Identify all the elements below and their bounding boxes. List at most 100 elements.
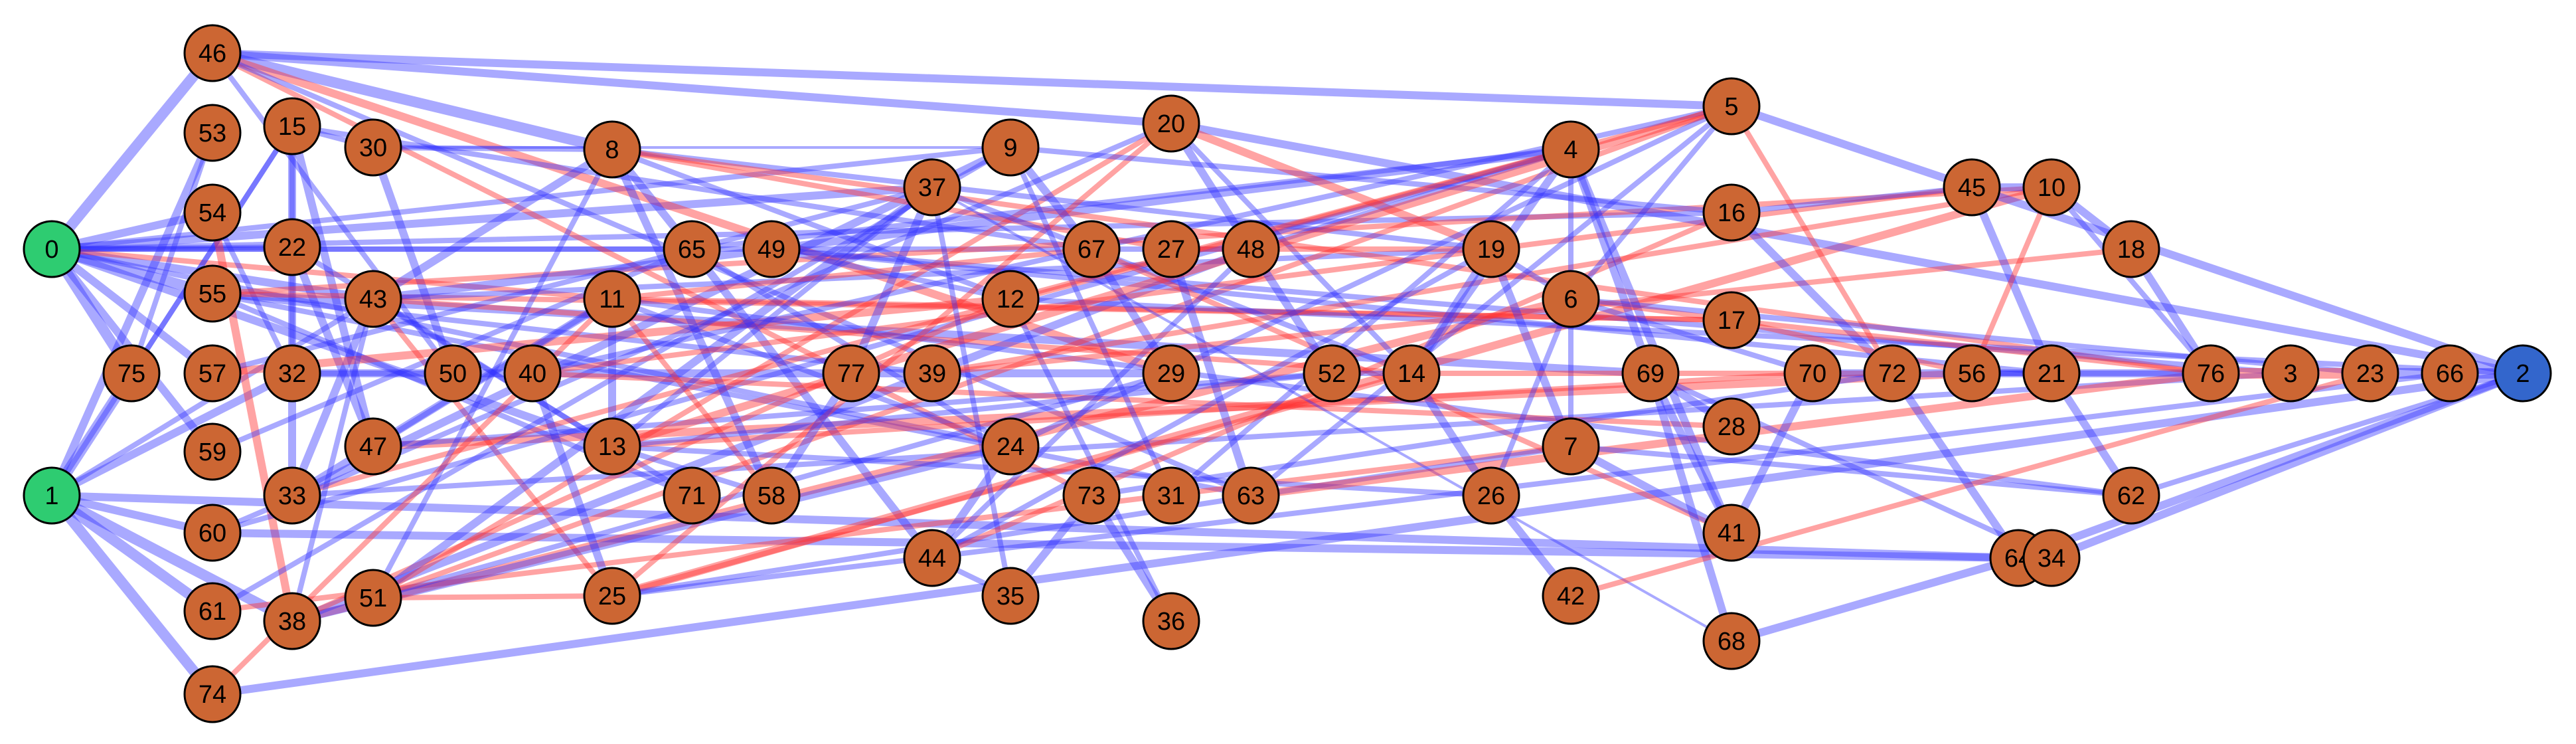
edge-64-2 <box>2014 369 2527 562</box>
node-circle <box>183 264 242 323</box>
node-28: 28 <box>1702 397 1761 456</box>
edge-4-41 <box>1567 145 1735 537</box>
edge-43-14 <box>370 296 1414 376</box>
edge-11-17 <box>609 296 1734 323</box>
node-circle <box>344 417 402 476</box>
node-label: 13 <box>598 433 626 461</box>
node-label: 27 <box>1157 236 1185 264</box>
node-circle <box>583 120 641 179</box>
node-circle <box>344 569 402 627</box>
edge-38-48 <box>288 245 1255 625</box>
node-77: 77 <box>822 344 880 403</box>
node-24: 24 <box>981 417 1040 476</box>
node-72: 72 <box>1863 344 1921 403</box>
node-circle <box>263 97 321 155</box>
node-33: 33 <box>263 466 321 525</box>
node-label: 19 <box>1477 236 1505 264</box>
node-4: 4 <box>1542 120 1600 179</box>
edge-0-11 <box>49 246 615 302</box>
node-54: 54 <box>183 183 242 242</box>
node-label: 69 <box>1637 360 1664 388</box>
node-circle <box>742 466 801 525</box>
edge-8-76 <box>609 147 2214 376</box>
edge-0-16 <box>49 210 1734 252</box>
node-circle <box>1142 344 1200 403</box>
edge-12-36 <box>1008 296 1174 624</box>
node-label: 61 <box>199 598 226 626</box>
node-16: 16 <box>1702 183 1761 242</box>
node-52: 52 <box>1303 344 1361 403</box>
edge-15-67 <box>289 124 1094 252</box>
node-37: 37 <box>903 158 961 217</box>
edge-45-21 <box>1968 183 2055 377</box>
edge-57-12 <box>208 295 1014 377</box>
node-label: 6 <box>1564 286 1577 314</box>
node-circle <box>183 24 242 82</box>
node-label: 24 <box>997 433 1024 461</box>
edge-68-64 <box>1728 554 2022 645</box>
node-label: 67 <box>1078 236 1105 264</box>
edge-0-57 <box>48 245 216 377</box>
node-label: 34 <box>2038 545 2065 573</box>
node-18: 18 <box>2102 220 2160 278</box>
node-circle <box>102 344 161 403</box>
node-label: 75 <box>118 360 145 388</box>
node-label: 46 <box>199 40 226 68</box>
node-label: 2 <box>2516 360 2530 388</box>
node-label: 66 <box>2436 360 2464 388</box>
node-label: 31 <box>1157 482 1185 510</box>
node-66: 66 <box>2421 344 2479 403</box>
node-label: 51 <box>359 585 387 612</box>
edge-38-24 <box>288 442 1014 625</box>
node-61: 61 <box>183 582 242 640</box>
edge-61-7 <box>210 444 1573 614</box>
node-34: 34 <box>2022 529 2081 587</box>
edge-13-26 <box>609 444 1494 498</box>
node-label: 3 <box>2283 360 2297 388</box>
node-label: 50 <box>439 360 467 388</box>
node-label: 43 <box>359 286 387 314</box>
edge-30-50 <box>369 143 457 377</box>
node-circle <box>2261 344 2320 403</box>
node-76: 76 <box>2182 344 2240 403</box>
edge-11-67 <box>609 246 1094 302</box>
edge-0-46 <box>46 48 218 254</box>
node-71: 71 <box>663 466 721 525</box>
node-46: 46 <box>183 24 242 82</box>
node-circle <box>1062 466 1121 525</box>
edge-19-7 <box>1487 245 1575 450</box>
edge-13-37 <box>609 185 935 449</box>
edge-16-45 <box>1729 185 1974 215</box>
node-label: 18 <box>2117 236 2145 264</box>
node-11: 11 <box>583 270 641 328</box>
node-label: 41 <box>1718 519 1745 547</box>
node-circle <box>183 183 242 242</box>
edge-53-75 <box>129 130 215 376</box>
edge-69-68 <box>1647 369 1735 645</box>
node-label: 54 <box>199 199 226 227</box>
node-label: 29 <box>1157 360 1185 388</box>
node-58: 58 <box>742 466 801 525</box>
node-label: 45 <box>1958 174 1986 202</box>
node-circle <box>183 344 242 403</box>
node-7: 7 <box>1542 417 1600 476</box>
edge-46-50 <box>210 50 455 376</box>
node-label: 22 <box>278 234 306 262</box>
node-70: 70 <box>1783 344 1842 403</box>
node-circle <box>1222 220 1280 278</box>
node-circle <box>263 218 321 276</box>
edge-5-63 <box>1248 104 1734 498</box>
node-circle <box>1062 220 1121 278</box>
node-23: 23 <box>2341 344 2399 403</box>
edge-38-6 <box>288 295 1575 625</box>
node-circle <box>1621 344 1680 403</box>
edge-15-75 <box>129 124 295 376</box>
node-label: 32 <box>278 360 306 388</box>
node-label: 30 <box>359 134 387 162</box>
edge-27-63 <box>1167 245 1255 500</box>
node-31: 31 <box>1142 466 1200 525</box>
edge-54-32 <box>210 210 295 376</box>
node-circle <box>23 220 81 278</box>
edge-1-32 <box>48 369 296 500</box>
